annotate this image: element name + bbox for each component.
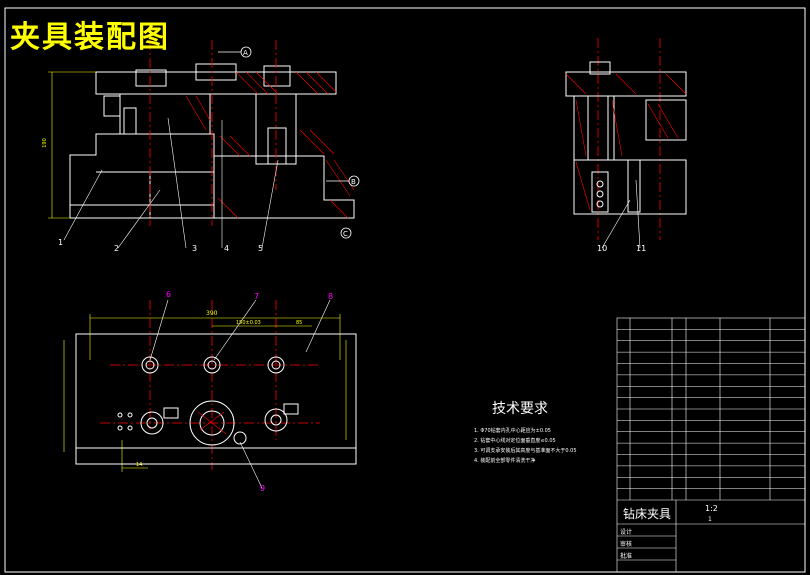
callout-5: 5: [258, 244, 264, 253]
title-block-label-design: 设计: [620, 529, 633, 536]
dim-left-small: 14: [136, 462, 143, 468]
datum-a: A: [243, 49, 248, 57]
tech-item-3: 3. 可调支承安装后其高度与基准面不大于0.05: [474, 448, 577, 454]
tech-item-1: 1. Φ70钻套内孔中心距应为±0.05: [474, 428, 551, 434]
callout-7: 7: [254, 292, 260, 301]
callout-2: 2: [114, 244, 120, 253]
side-hatch: [565, 73, 687, 211]
tech-item-4: 4. 装配前全部零件清洗干净: [474, 458, 536, 464]
plan-hatch: [197, 411, 227, 435]
title-block-drawing-name: 钻床夹具: [623, 507, 672, 521]
title-block-label-approve: 批准: [620, 553, 633, 560]
plan-view: [75, 333, 357, 465]
leader-lines: [63, 117, 641, 489]
drawing-frame: [4, 7, 806, 573]
title-block-label-review: 审核: [620, 541, 633, 548]
dimension-lines: [48, 71, 347, 472]
datum-markers: [218, 46, 360, 239]
datum-b: B: [351, 178, 356, 186]
side-view: [565, 61, 687, 215]
callout-4: 4: [224, 244, 230, 253]
tech-item-2: 2. 钻套中心线对定位面垂直度≤0.05: [474, 438, 556, 444]
callout-11: 11: [636, 244, 647, 253]
parts-list-rows: [617, 329, 805, 489]
title-block-scale: 1:2: [705, 504, 718, 513]
drawing-title: 夹具装配图: [10, 20, 170, 55]
title-block-sheet: 1: [708, 516, 712, 523]
callout-3: 3: [192, 244, 198, 253]
datum-c: C: [343, 230, 348, 238]
front-view: [69, 63, 355, 219]
dim-d1: 150±0.03: [236, 320, 261, 326]
dim-height: 190: [41, 138, 48, 148]
dim-d2: 85: [296, 320, 303, 326]
title-block-grid: [616, 317, 806, 573]
callout-10: 10: [597, 244, 608, 253]
callout-8: 8: [328, 292, 334, 301]
dim-overall: 390: [206, 310, 218, 317]
callout-9: 9: [260, 484, 266, 493]
callout-6: 6: [166, 290, 172, 299]
tech-requirements: 技术要求 1. Φ70钻套内孔中心距应为±0.05 2. 钻套中心线对定位面垂直…: [474, 398, 577, 466]
tech-requirements-title: 技术要求: [492, 401, 548, 417]
callout-1: 1: [58, 238, 64, 247]
